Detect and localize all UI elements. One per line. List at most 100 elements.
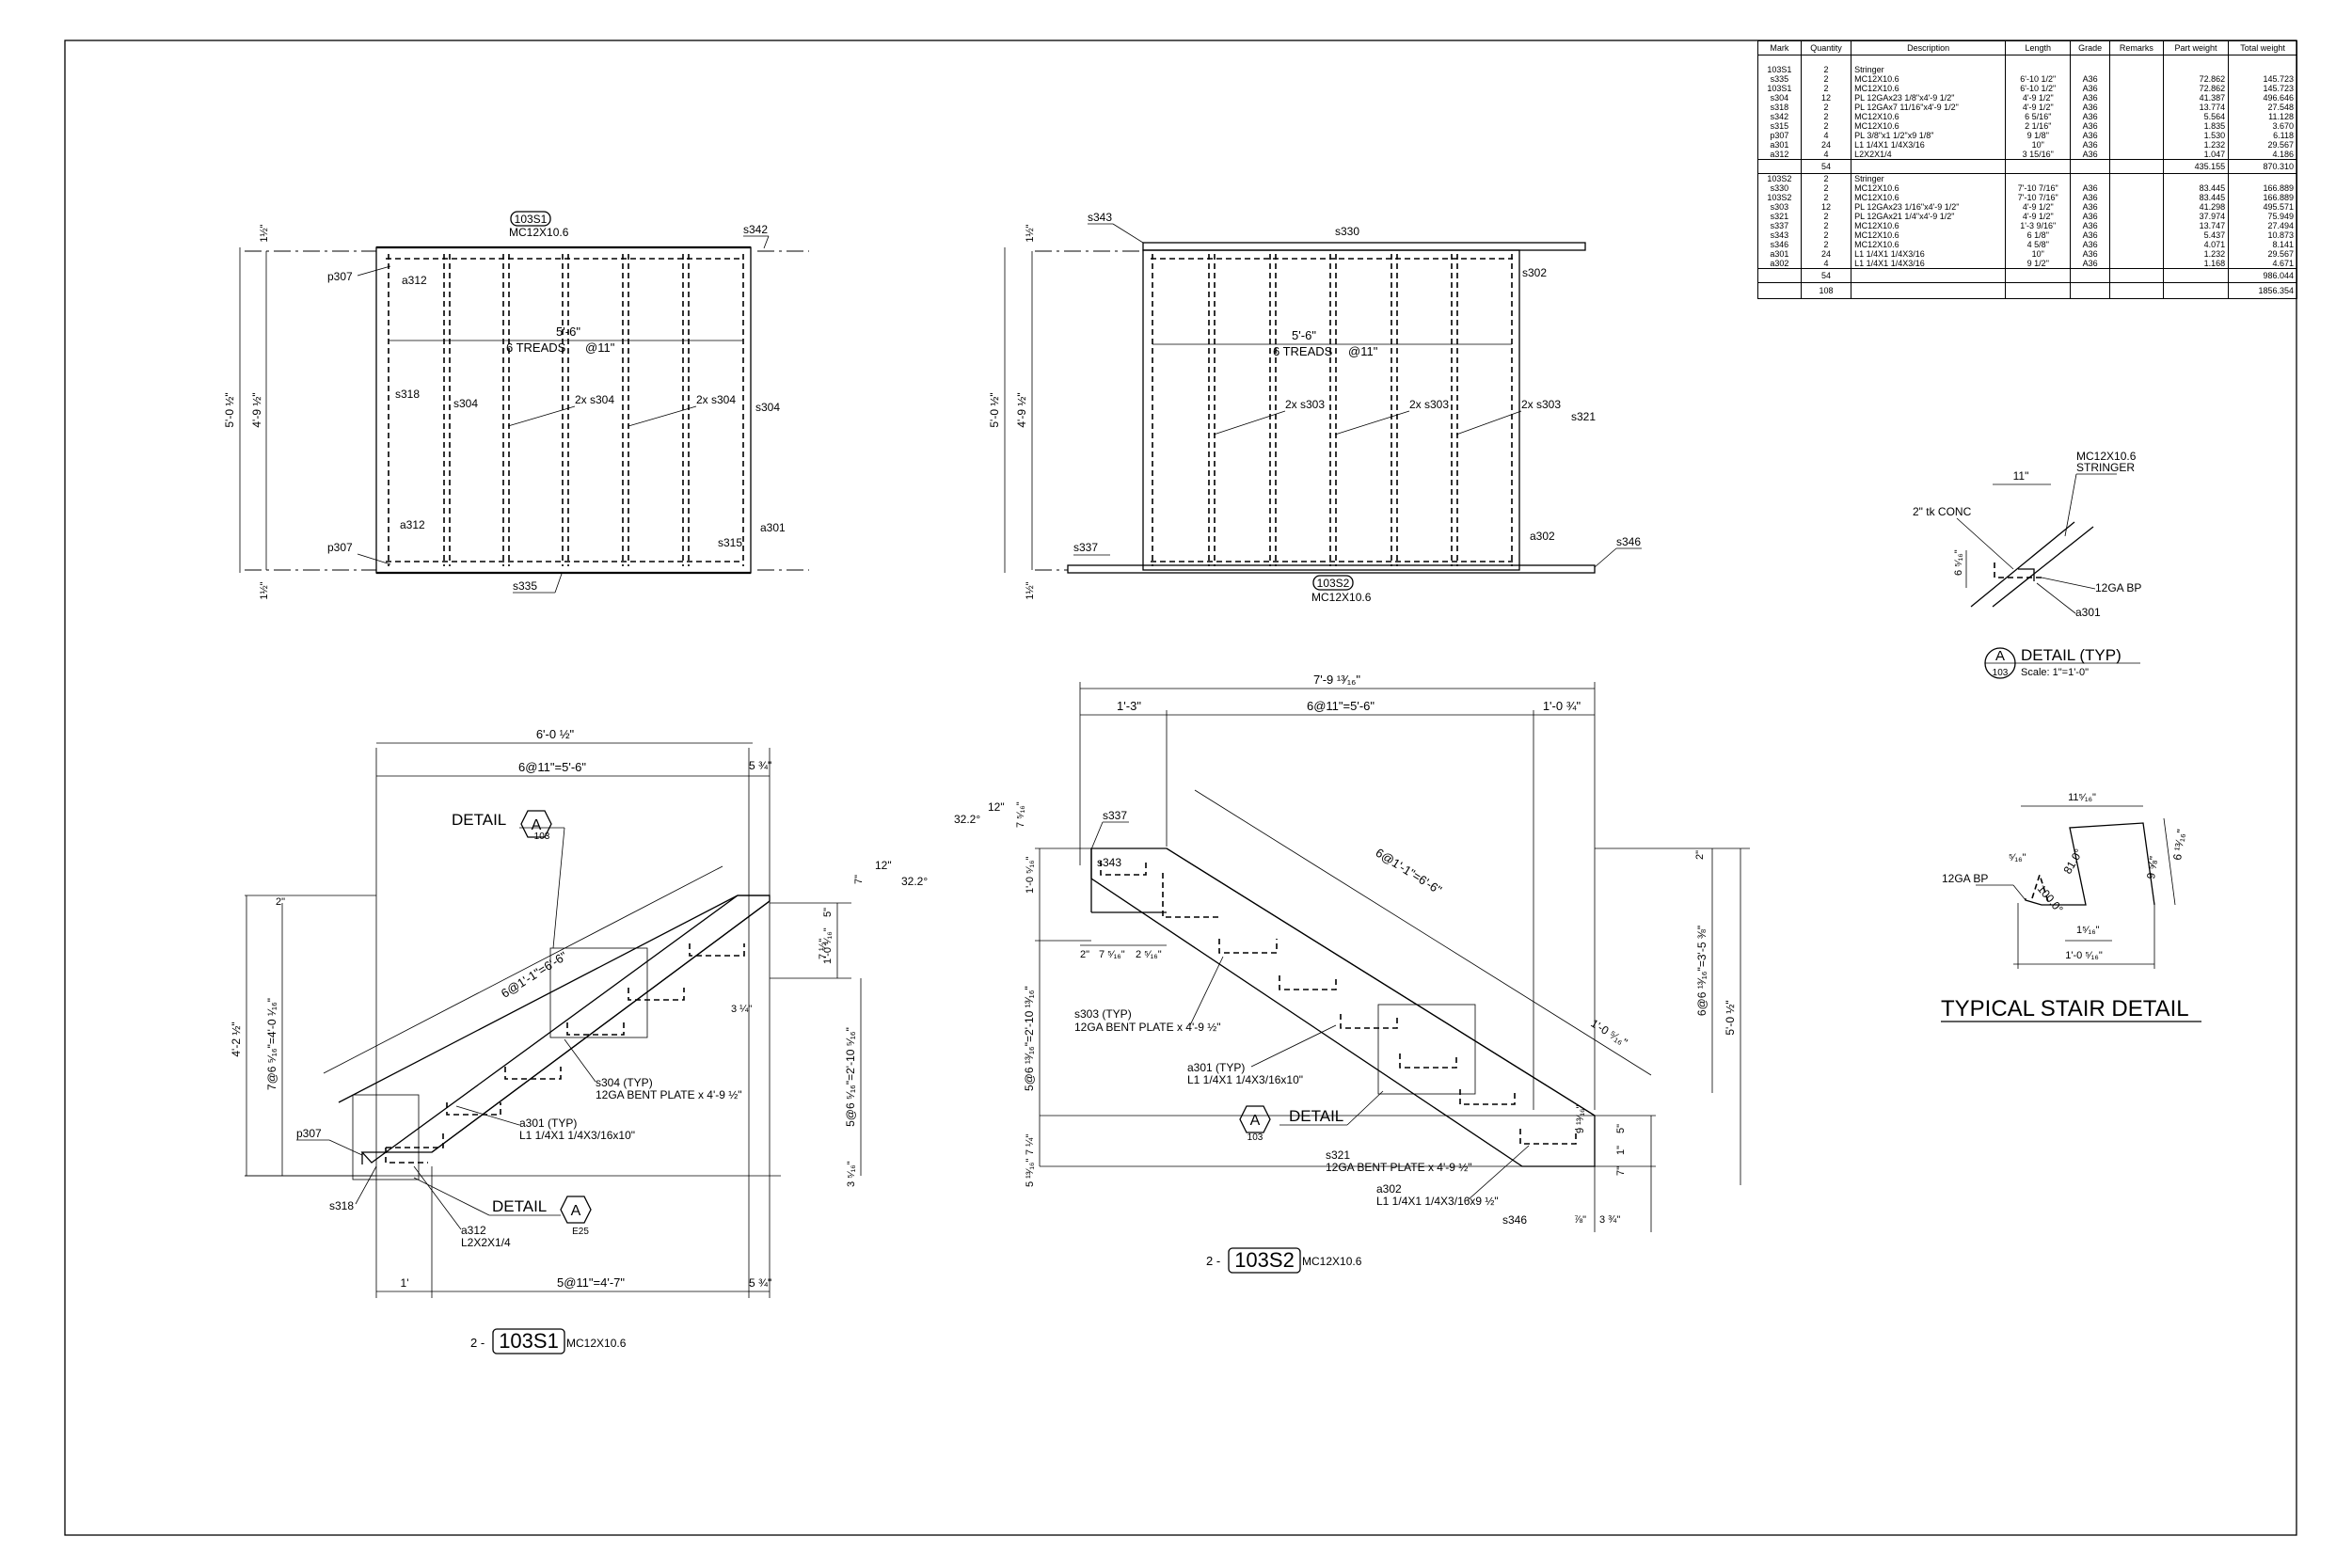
elev1-dim: 1'-0 ¹⁄₁₆" [822,927,834,964]
plan1-dim-treads: 6 TREADS [506,341,566,355]
elev1-dim: 5@6 ⁵⁄₁₆"=2'-10 ⁵⁄₁₆" [844,1027,857,1127]
typical-dim: 9 ⅝" [2144,855,2160,879]
elev1-callout: p307 [296,1127,322,1140]
bom-cell [2070,282,2110,299]
bom-cell: 4 [1800,259,1852,269]
elev1-detail-title: DETAIL [452,811,506,829]
elev2-dim: 2 ⁵⁄₁₆" [1136,949,1162,960]
bom-cell: 83.445 [2162,183,2230,193]
elev1-dim: 6@11"=5'-6" [518,760,586,774]
bom-cell: 166.889 [2228,183,2297,193]
bom-cell: 6'-10 1/2" [2005,84,2072,93]
elev1-detail2-letter: A [571,1203,581,1219]
bom-cell [2005,55,2072,65]
elev1-dim: 1' [401,1276,409,1290]
bom-cell: 496.646 [2228,93,2297,103]
plan1-tag: 103S1 [515,213,548,226]
typical-dim: 1⁵⁄₁₆" [2076,925,2100,936]
elev2-dim: 12" [988,800,1005,814]
bom-cell: MC12X10.6 [1851,121,2007,131]
bom-cell: s335 [1757,74,1802,84]
bom-cell: 12 [1800,202,1852,212]
elev2-dim: 6@11"=5'-6" [1307,699,1375,713]
bom-cell: 54 [1800,268,1852,283]
bom-cell: 1.530 [2162,131,2230,140]
detailA-dim: 11" [2013,469,2029,483]
bom-cell [2108,282,2164,299]
bom-cell: PL 12GAx7 11/16"x4'-9 1/2" [1851,103,2007,112]
elev1-dim: 5" [822,908,834,917]
plan1-label: s318 [395,388,420,401]
bom-cell: MC12X10.6 [1851,84,2007,93]
bom-cell: a312 [1757,150,1802,160]
elev1-dim: 5 ¾" [749,1276,771,1290]
bom-cell: MC12X10.6 [1851,221,2007,230]
plan2-label: 2x s303 [1285,398,1325,411]
elev2-dim: 5" [1615,1124,1627,1133]
bom-cell [2228,55,2297,65]
plan1-label: s315 [718,536,742,549]
plan2-label: a302 [1530,530,1555,543]
bom-cell: 4.186 [2228,150,2297,160]
elev1-callout: s304 (TYP) [596,1076,653,1089]
bom-cell [2070,55,2110,65]
bom-cell: PL 12GAx23 1/16"x4'-9 1/2" [1851,202,2007,212]
bom-cell: 2 [1800,193,1852,202]
elev1-callout: L2X2X1/4 [461,1236,511,1249]
bom-cell [2108,173,2164,183]
bom-cell [2108,131,2164,140]
sheet-border [64,40,2297,1536]
elev1-title-tag: 103S1 [499,1329,559,1353]
elev1-dim: 3 ⁵⁄₁₆" [846,1161,857,1187]
elev2-callout: s346 [1502,1213,1527,1227]
bom-cell [2108,74,2164,84]
bom-cell: p307 [1757,131,1802,140]
elev1-title-qty: 2 - [470,1336,485,1350]
bom-cell: A36 [2070,112,2110,121]
elev1-detail-sheet: 103 [534,832,550,842]
plan1-label: s304 [755,401,780,414]
bom-cell: 2 [1800,74,1852,84]
elev1-dim: 7 ½" [818,939,829,959]
plan1-label: a301 [760,521,786,534]
bom-cell: PL 12GAx23 1/8"x4'-9 1/2" [1851,93,2007,103]
bom-grand-total-qty: 108 [1800,282,1852,299]
elev2-dim: 32.2° [954,813,980,826]
elev2-dim: 5@6 ¹³⁄₁₆"=2'-10 ¹³⁄₁₆" [1023,986,1036,1091]
bom-header-cell: Quantity [1800,40,1852,55]
bom-cell: MC12X10.6 [1851,74,2007,84]
elev2-dim: 1" [1615,1146,1627,1155]
detailA-stringer: MC12X10.6 [2076,450,2137,463]
bom-cell [1757,55,1802,65]
bom-cell: A36 [2070,221,2110,230]
bom-header-cell: Description [1851,40,2007,55]
bom-cell: 24 [1800,249,1852,259]
elev2-title-section: MC12X10.6 [1302,1255,1362,1268]
bom-cell [2108,65,2164,74]
bom-cell: A36 [2070,140,2110,150]
bom-cell: 1.168 [2162,259,2230,269]
bom-cell: A36 [2070,84,2110,93]
bom-cell: s321 [1757,212,1802,221]
elev2-dim: 1'-3" [1117,699,1141,713]
bom-cell: MC12X10.6 [1851,112,2007,121]
plan1-label: s335 [513,579,537,593]
bom-cell: L1 1/4X1 1/4X3/16 [1851,259,2007,269]
bom-cell [2070,65,2110,74]
typical-bp: 12GA BP [1942,872,1988,885]
bom-cell: 2 [1800,240,1852,249]
bom-cell [2108,259,2164,269]
bom-cell [2108,121,2164,131]
elev2-callout: L1 1/4X1 1/4X3/16x9 ½" [1376,1195,1499,1208]
bom-cell [2005,282,2072,299]
detailA-bp: 12GA BP [2095,581,2141,594]
bom-cell: 29.567 [2228,249,2297,259]
bom-cell: A36 [2070,150,2110,160]
